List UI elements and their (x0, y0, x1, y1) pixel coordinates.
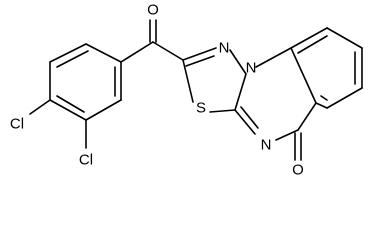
bond-chlorine-para (29, 99, 51, 115)
nitrogen-pyrimidine-label: N (261, 137, 272, 154)
chemical-structure-diagram: O N N S N O Cl Cl (10, 2, 363, 179)
carbonyl-oxygen-label: O (147, 2, 159, 19)
sulfur-label: S (196, 100, 206, 117)
thiadiazole-ring (182, 47, 247, 113)
chlorine-meta-label: Cl (79, 152, 93, 169)
chlorine-para-label: Cl (10, 116, 24, 133)
dichlorophenyl-ring (49, 43, 122, 121)
pyrimidinone-ring (234, 47, 317, 141)
bond-lines (29, 19, 363, 161)
nitrogen-triazole-label: N (219, 40, 230, 57)
nitrogen-bridge-label: N (246, 60, 257, 77)
atom-labels: O N N S N O Cl Cl (10, 2, 304, 179)
benzo-ring (290, 27, 363, 109)
bond-carbonyl-aryl (120, 41, 154, 63)
ring-oxygen-label: O (292, 162, 304, 179)
bond-carbonyl-thiadiazole (152, 41, 184, 61)
